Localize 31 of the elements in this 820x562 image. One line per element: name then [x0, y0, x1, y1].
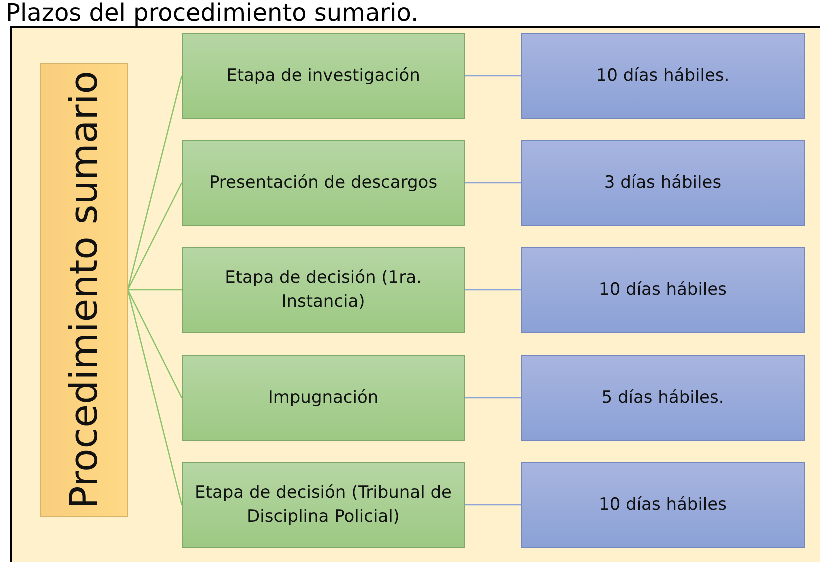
- node-label: Presentación de descargos: [208, 172, 439, 195]
- node-label: 10 días hábiles: [598, 279, 728, 302]
- duration-box: [521, 33, 805, 119]
- duration-box: [521, 140, 805, 226]
- duration-box: [521, 247, 805, 333]
- connector-line: [465, 504, 521, 506]
- connector-line: [465, 397, 521, 399]
- duration-box: [521, 355, 805, 441]
- stage-box: [182, 355, 465, 441]
- node-label: Procedimiento sumario: [62, 70, 106, 510]
- node-label: Etapa de decisión (1ra. Instancia): [224, 267, 423, 314]
- connector-line: [127, 290, 183, 398]
- connector-line: [465, 289, 521, 291]
- connector-line: [127, 182, 183, 290]
- connector-line: [465, 182, 521, 184]
- node-label: Etapa de investigación: [226, 65, 422, 88]
- duration-box: [521, 462, 805, 548]
- diagram-title: Plazos del procedimiento sumario.: [6, 0, 419, 26]
- node-label: 10 días hábiles.: [595, 65, 731, 88]
- node-label: 10 días hábiles: [598, 494, 728, 517]
- stage-box: [182, 247, 465, 333]
- stage-box: [182, 462, 465, 548]
- category-box: [40, 63, 128, 517]
- node-label: 3 días hábiles: [603, 172, 723, 195]
- connector-line: [128, 289, 182, 291]
- node-label: 5 días hábiles.: [600, 387, 726, 410]
- connector-line: [465, 75, 521, 77]
- node-label: Etapa de decisión (Tribunal de Disciplina Policial): [194, 482, 453, 529]
- stage-box: [182, 140, 465, 226]
- node-label: Impugnación: [267, 387, 380, 410]
- stage-box: [182, 33, 465, 119]
